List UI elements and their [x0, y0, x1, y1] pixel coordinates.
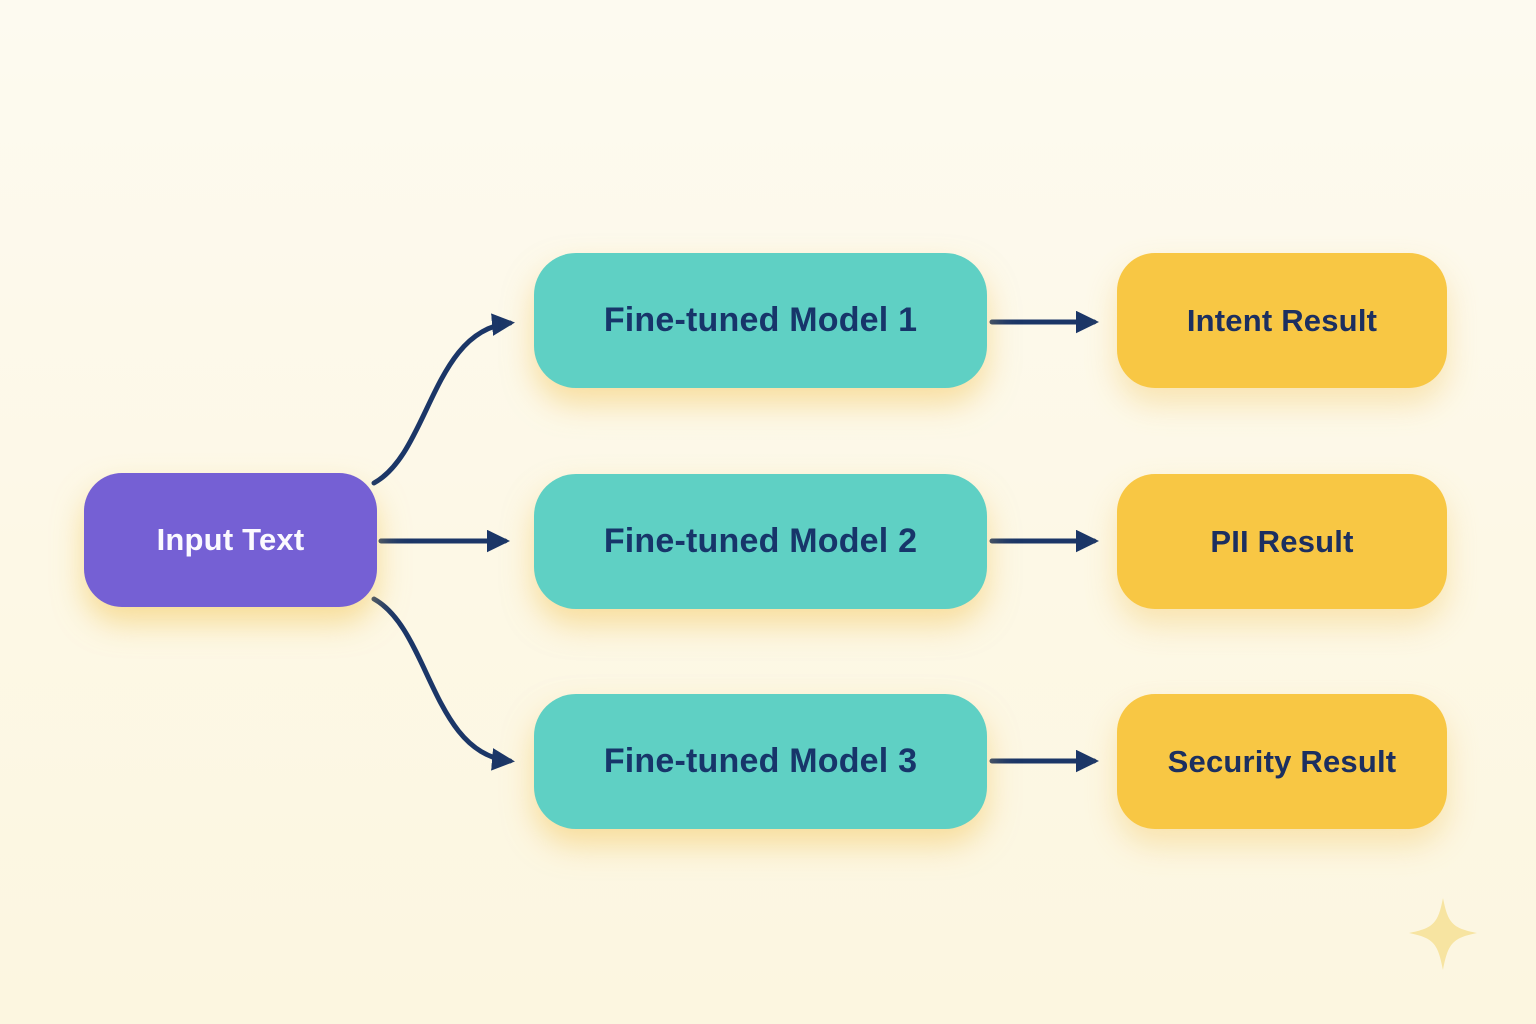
pii-result-label: PII Result: [1210, 523, 1354, 559]
input-text-label: Input Text: [156, 522, 305, 557]
node-security-result: Security Result: [1117, 694, 1447, 829]
node-pii-result: PII Result: [1117, 474, 1447, 609]
arrow-input-to-model-1: [371, 313, 515, 486]
sparkle-icon: [1409, 898, 1477, 970]
node-fine-tuned-model-1: Fine-tuned Model 1: [534, 253, 987, 388]
intent-result-label: Intent Result: [1186, 302, 1378, 338]
node-fine-tuned-model-2: Fine-tuned Model 2: [534, 474, 987, 609]
arrow-input-to-model-3: [371, 596, 515, 771]
model-2-label: Fine-tuned Model 2: [603, 522, 918, 560]
model-1-label: Fine-tuned Model 1: [603, 301, 918, 339]
node-input-text: Input Text: [84, 473, 377, 607]
security-result-label: Security Result: [1167, 743, 1397, 779]
node-intent-result: Intent Result: [1117, 253, 1447, 388]
model-3-label: Fine-tuned Model 3: [603, 742, 918, 780]
node-fine-tuned-model-3: Fine-tuned Model 3: [534, 694, 987, 829]
